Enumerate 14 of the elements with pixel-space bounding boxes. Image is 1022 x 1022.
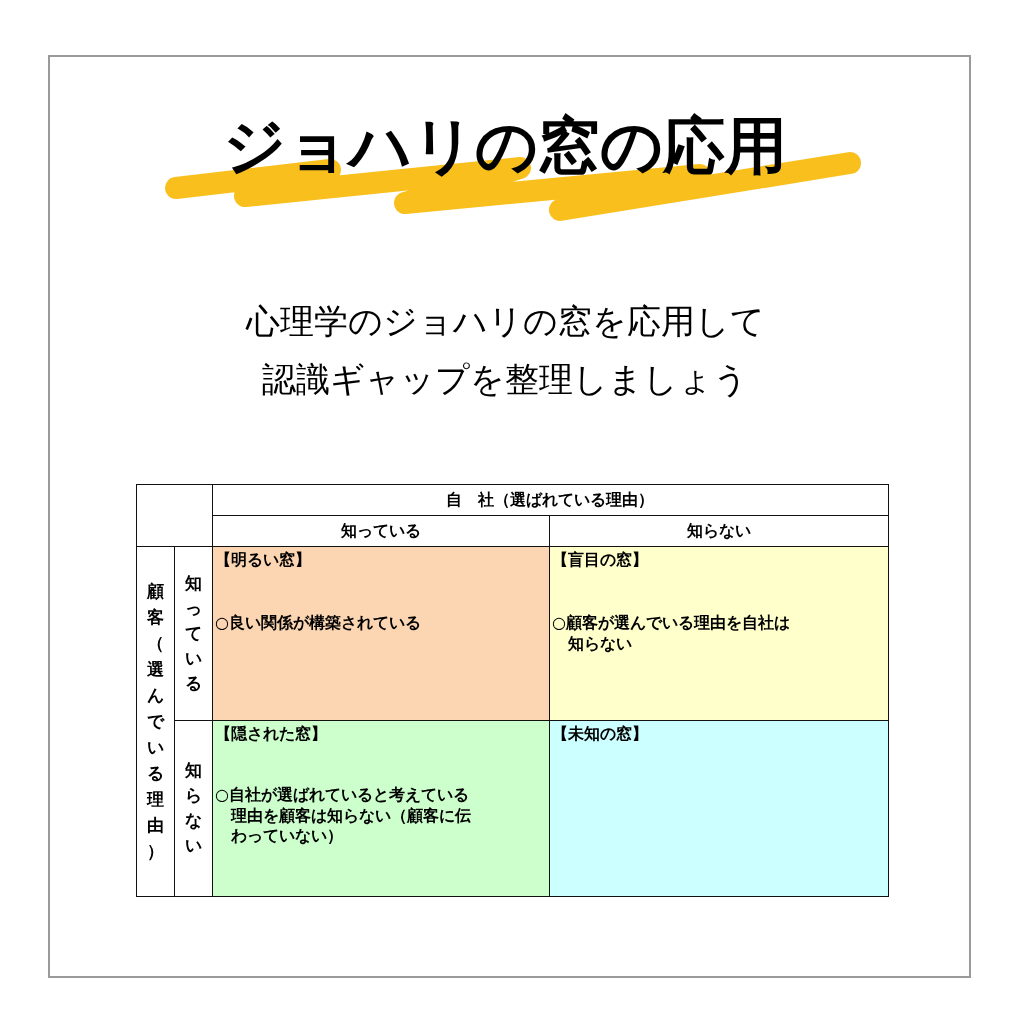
window-heading: 【未知の窓】 — [552, 724, 648, 745]
column-header: 自 社（選ばれている理由） — [212, 484, 889, 517]
subtitle: 心理学のジョハリの窓を応用して認識ギャップを整理しましょう — [244, 300, 766, 401]
row-header: 知っている — [184, 572, 203, 696]
window-heading: 【隠された窓】 — [215, 724, 327, 745]
window-description: ○顧客が選んでいる理由を自社は知らない — [552, 612, 791, 655]
column-header: 知らない — [549, 515, 889, 548]
column-header: 知っている — [212, 515, 551, 548]
window-heading: 【明るい窓】 — [215, 550, 311, 571]
row-header: 知らない — [184, 759, 203, 858]
row-header: 顧客（選んでいる理由） — [146, 580, 165, 864]
window-description: ○良い関係が構築されている — [215, 612, 422, 634]
window-heading: 【盲目の窓】 — [552, 550, 648, 571]
window-description: ○自社が選ばれていると考えている理由を顧客は知らない（顧客に伝わっていない） — [215, 784, 472, 848]
